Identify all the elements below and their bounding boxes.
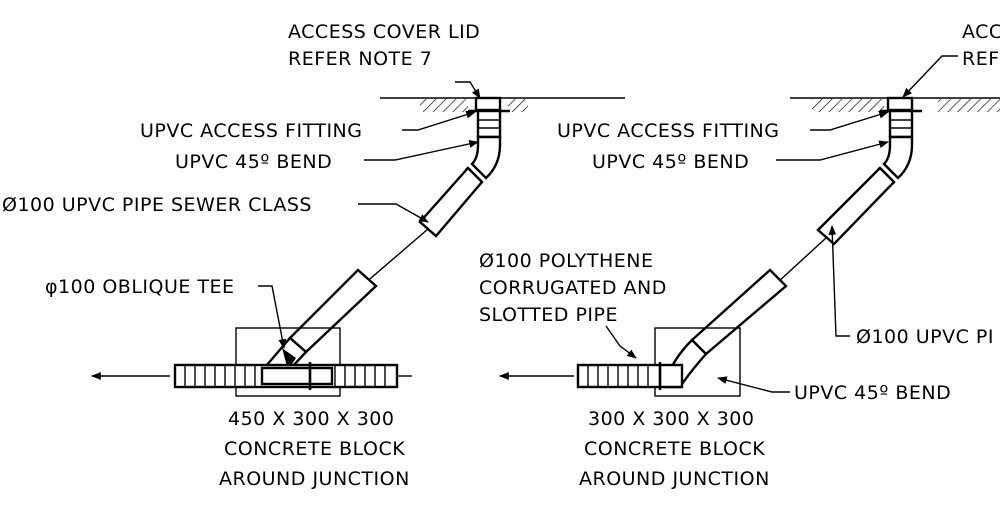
right-pipe-leader — [828, 225, 850, 337]
right-poly-label-1: Ø100 POLYTHENE — [479, 250, 653, 272]
left-fitting-label: UPVC ACCESS FITTING — [140, 120, 362, 142]
right-riser-pipe-upper — [816, 166, 896, 246]
left-access-cover — [474, 96, 502, 112]
right-bend-bottom-leader — [717, 376, 790, 393]
right-riser-pipe-lower — [690, 268, 788, 356]
left-pipe-centreline — [363, 228, 429, 285]
left-tee-wedge — [282, 348, 296, 370]
right-access-fitting — [888, 109, 914, 139]
left-block-label-2: CONCRETE BLOCK — [224, 438, 405, 460]
left-tee-leader — [258, 285, 287, 349]
right-cover-leader — [902, 55, 958, 98]
right-pipe-centreline — [777, 237, 827, 283]
left-block-label-1: 450 X 300 X 300 — [228, 408, 395, 430]
left-bend-leader — [364, 140, 479, 161]
left-block-label-3: AROUND JUNCTION — [219, 468, 410, 490]
right-cover-label-1: ACC — [962, 21, 1000, 43]
left-detail: ACCESS COVER LID REFER NOTE 7 UPVC ACCES… — [2, 21, 625, 490]
right-ground-hatch-a — [812, 99, 884, 112]
right-bend-bottom-label: UPVC 45º BEND — [794, 382, 951, 404]
left-concrete-block — [235, 327, 341, 397]
right-detail: ACC REF UPVC ACCESS FITTING UPVC 45º BEN… — [479, 21, 1000, 490]
right-bend-top-label: UPVC 45º BEND — [592, 151, 749, 173]
right-block-label-3: AROUND JUNCTION — [579, 468, 770, 490]
left-access-fitting — [476, 109, 502, 139]
left-45-bend — [470, 135, 502, 180]
right-poly-label-3: SLOTTED PIPE — [479, 304, 618, 326]
right-fitting-leader — [810, 110, 889, 131]
left-ground-hatch-a — [420, 99, 468, 112]
left-ground-hatch-b — [508, 99, 528, 112]
right-access-cover — [886, 96, 914, 112]
right-poly-leader — [605, 325, 637, 359]
right-45-bend-top — [882, 135, 914, 180]
right-block-label-1: 300 X 300 X 300 — [588, 408, 755, 430]
left-riser-pipe-lower — [288, 268, 378, 354]
left-tee-label: φ100 OBLIQUE TEE — [45, 276, 235, 298]
right-ground-hatch-b — [938, 99, 1000, 112]
right-bend-top-leader — [776, 140, 889, 161]
right-poly-label-2: CORRUGATED AND — [479, 277, 667, 299]
left-cover-label-2: REFER NOTE 7 — [288, 48, 432, 70]
left-pipe-leader — [358, 203, 429, 223]
left-cover-leader — [455, 81, 481, 99]
left-pipe-label: Ø100 UPVC PIPE SEWER CLASS — [2, 194, 312, 216]
right-fitting-label: UPVC ACCESS FITTING — [557, 120, 779, 142]
left-corrugated-pipe — [173, 362, 399, 390]
left-bend-label: UPVC 45º BEND — [175, 151, 332, 173]
right-corrugated-pipe — [576, 362, 684, 390]
left-fitting-leader — [402, 110, 476, 131]
right-pipe-label: Ø100 UPVC PI — [856, 326, 994, 348]
right-cover-label-2: REF — [962, 48, 1000, 70]
right-block-label-2: CONCRETE BLOCK — [584, 438, 765, 460]
left-cover-label-1: ACCESS COVER LID — [288, 21, 480, 43]
right-concrete-block — [654, 327, 741, 397]
left-riser-pipe-upper — [418, 166, 484, 238]
